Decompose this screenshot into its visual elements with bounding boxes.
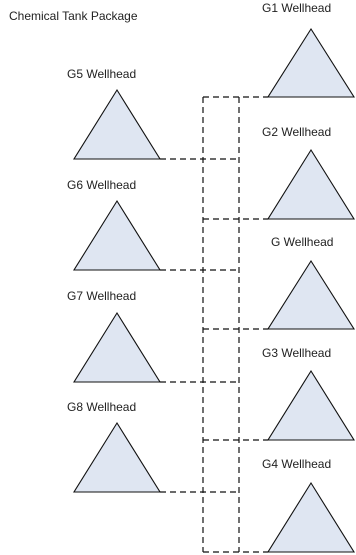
- wellhead-label: G1 Wellhead: [262, 1, 331, 15]
- wellhead-triangle: [73, 88, 161, 160]
- wellhead-label: G4 Wellhead: [262, 457, 331, 471]
- wellhead-label: G8 Wellhead: [67, 400, 136, 414]
- wellhead-g7: G7 Wellhead: [67, 289, 161, 383]
- wellhead-g6: G6 Wellhead: [67, 178, 161, 271]
- wellhead-label: G2 Wellhead: [262, 125, 331, 139]
- wellhead-triangle: [267, 27, 355, 98]
- wellhead-triangle: [267, 369, 355, 441]
- wellhead-g4: G4 Wellhead: [262, 457, 355, 553]
- wellhead-label: G Wellhead: [271, 235, 333, 249]
- wellhead-g5: G5 Wellhead: [67, 67, 161, 160]
- wellhead-triangle: [73, 199, 161, 271]
- wellhead-g1: G1 Wellhead: [262, 1, 355, 98]
- wellhead-g8: G8 Wellhead: [67, 400, 161, 493]
- pipe-network: [160, 96, 268, 553]
- wellhead-g: G Wellhead: [267, 235, 355, 330]
- wellhead-g3: G3 Wellhead: [262, 346, 355, 441]
- wellhead-g2: G2 Wellhead: [262, 125, 355, 220]
- wellhead-triangle: [73, 311, 161, 383]
- diagram-title: Chemical Tank Package: [9, 9, 138, 23]
- wellhead-label: G7 Wellhead: [67, 289, 136, 303]
- wellhead-triangle: [267, 259, 355, 330]
- wellhead-triangle: [73, 421, 161, 493]
- wellhead-label: G5 Wellhead: [67, 67, 136, 81]
- wellhead-triangle: [267, 481, 355, 553]
- wellhead-triangle: [267, 148, 355, 220]
- wellhead-label: G3 Wellhead: [262, 346, 331, 360]
- wellhead-label: G6 Wellhead: [67, 178, 136, 192]
